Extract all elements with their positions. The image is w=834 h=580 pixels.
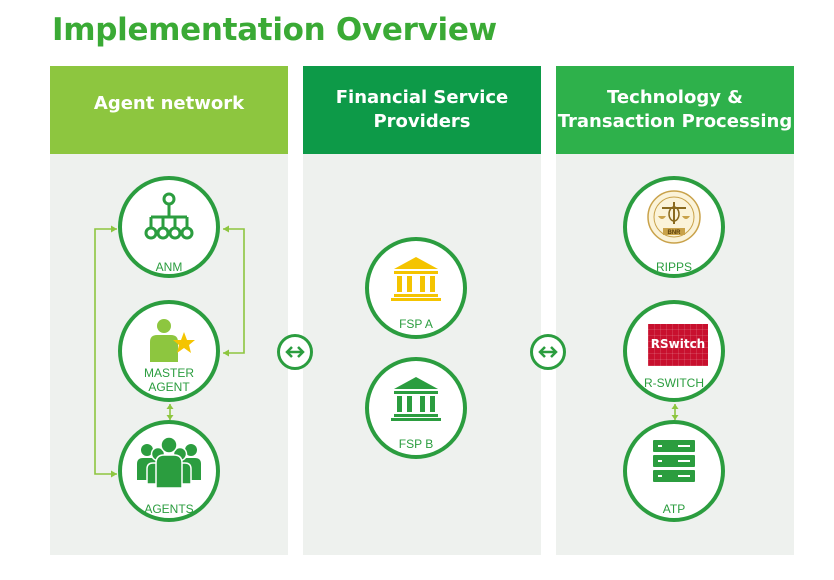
right-connector-line bbox=[223, 228, 245, 354]
fsp-heading: Financial Service Providers bbox=[303, 66, 541, 154]
master-agent-label-line2: AGENT bbox=[148, 380, 190, 394]
fsp-heading-line1: Financial Service bbox=[335, 87, 509, 108]
page-title: Implementation Overview bbox=[52, 12, 497, 48]
left-connector-arrow-bottom bbox=[111, 470, 117, 478]
server-icon bbox=[653, 440, 695, 482]
bidirectional-arrow-icon bbox=[285, 346, 305, 358]
anm-node: ANM bbox=[118, 176, 220, 278]
master-agents-arrow-up bbox=[166, 404, 174, 409]
fsp-b-label: FSP B bbox=[398, 437, 434, 451]
bank-icon-yellow bbox=[391, 257, 441, 301]
rswitch-logo-text: RSwitch bbox=[650, 337, 706, 351]
fsp-a-label: FSP A bbox=[399, 317, 433, 331]
right-connector-arrow-top bbox=[223, 225, 229, 233]
fsp-a-node: FSP A bbox=[365, 237, 467, 339]
master-agents-arrow-down bbox=[166, 415, 174, 420]
agents-label: AGENTS bbox=[144, 502, 194, 516]
agent-network-heading-text: Agent network bbox=[93, 93, 245, 114]
atp-label: ATP bbox=[662, 502, 686, 516]
technology-heading-line2: Transaction Processing bbox=[557, 111, 793, 132]
rswitch-logo: RSwitch bbox=[648, 324, 708, 366]
agent-fsp-link bbox=[277, 334, 313, 370]
bank-icon-green bbox=[391, 377, 441, 421]
fsp-heading-line2: Providers bbox=[373, 111, 471, 132]
left-connector-line bbox=[94, 228, 117, 475]
rswitch-label: R-SWITCH bbox=[644, 376, 704, 390]
agents-group-icon bbox=[137, 436, 201, 488]
hierarchy-icon bbox=[144, 192, 194, 240]
technology-heading-line1: Technology & bbox=[607, 87, 743, 108]
ripps-label: RIPPS bbox=[655, 260, 692, 274]
left-connector-arrow-top bbox=[111, 225, 117, 233]
bnr-logo-text: BNR bbox=[667, 230, 681, 236]
anm-label: ANM bbox=[155, 260, 183, 274]
right-connector-arrow-bottom bbox=[223, 349, 229, 357]
rswitch-atp-arrow-down bbox=[671, 415, 679, 420]
atp-node: ATP bbox=[623, 420, 725, 522]
bidirectional-arrow-icon bbox=[538, 346, 558, 358]
bnr-seal-logo bbox=[647, 190, 701, 244]
master-agent-icon bbox=[150, 319, 195, 362]
master-agent-node: MASTER AGENT bbox=[118, 300, 220, 402]
agents-node: AGENTS bbox=[118, 420, 220, 522]
rswitch-node: RSwitch R-SWITCH bbox=[623, 300, 725, 402]
fsp-b-node: FSP B bbox=[365, 357, 467, 459]
ripps-node: BNR RIPPS bbox=[623, 176, 725, 278]
master-agent-label-line1: MASTER bbox=[143, 366, 194, 380]
fsp-technology-link bbox=[530, 334, 566, 370]
rswitch-atp-arrow-up bbox=[671, 404, 679, 409]
technology-heading: Technology & Transaction Processing bbox=[556, 66, 794, 154]
agent-network-heading: Agent network bbox=[50, 66, 288, 154]
